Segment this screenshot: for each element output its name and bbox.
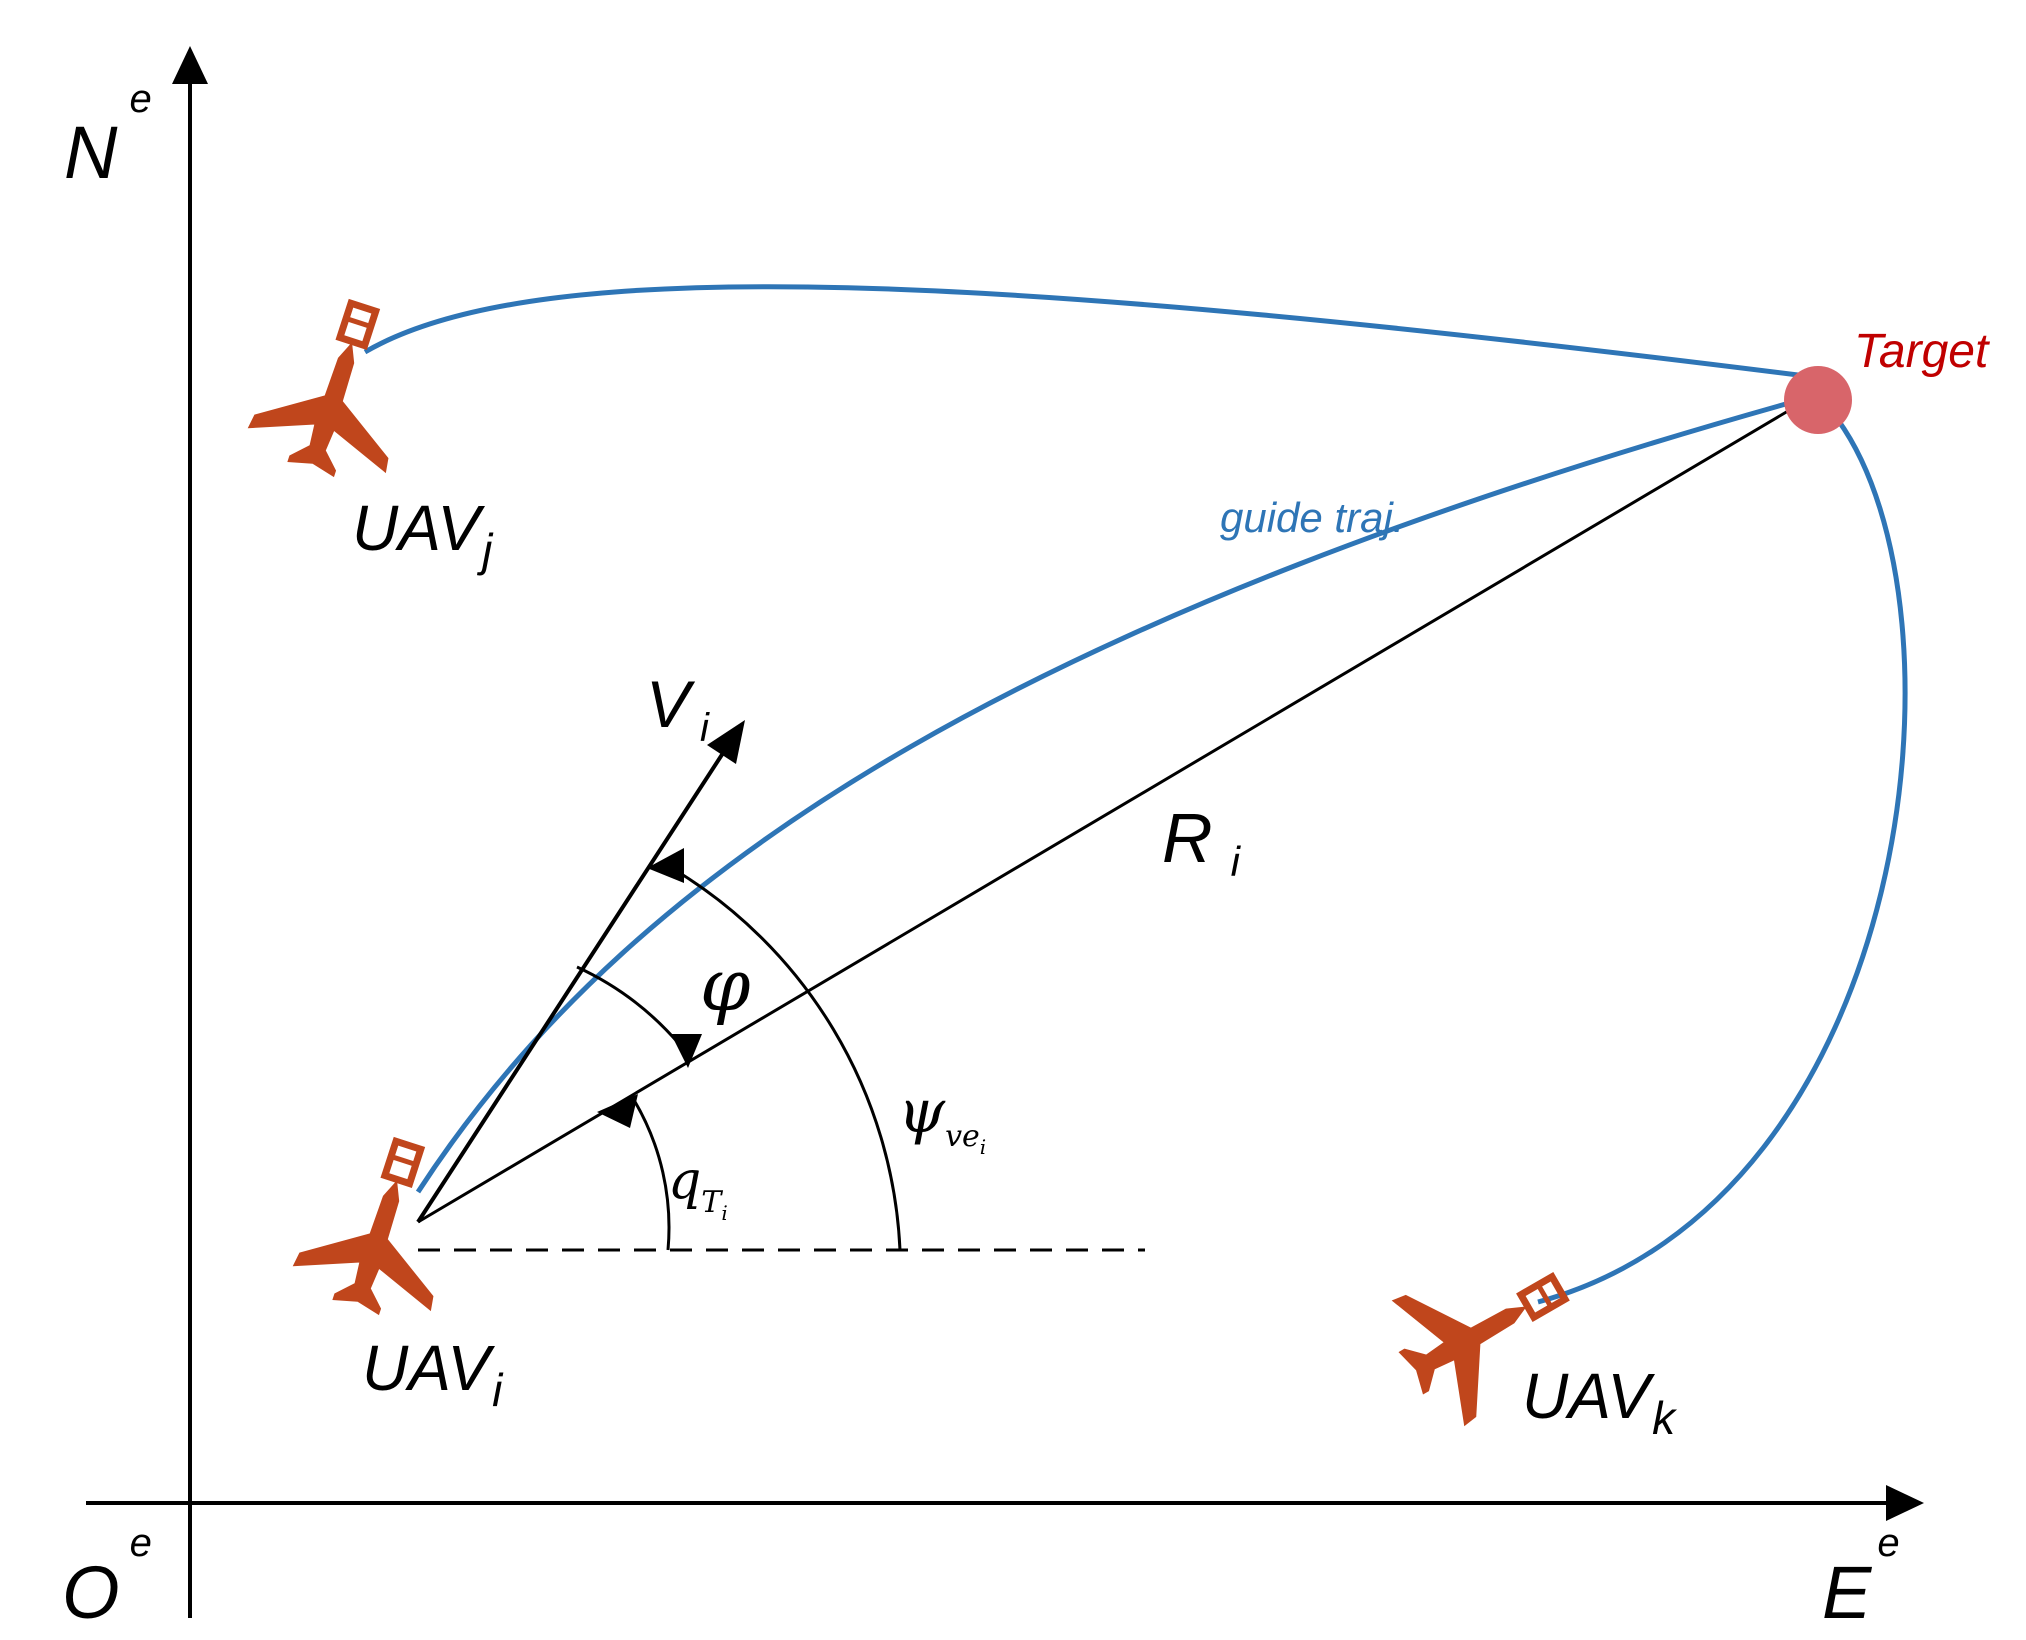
- north-axis-label: Ne: [64, 77, 152, 194]
- north-axis-arrowhead: [172, 46, 208, 84]
- uav-i-icon: [287, 1123, 476, 1329]
- uav-j-icon: [242, 285, 431, 491]
- velocity-arrowhead: [707, 720, 745, 764]
- trajectory-uav-k: [1537, 418, 1908, 1305]
- trajectory-uav-i: [415, 397, 1801, 1194]
- uav-k-label: UAVk: [1522, 1360, 1677, 1444]
- arc-psi: [669, 865, 902, 1251]
- range-line: [417, 396, 1811, 1224]
- arc-psi-arrowhead: [647, 848, 684, 883]
- uav-j-label: UAVj: [352, 492, 494, 576]
- east-axis-arrowhead: [1886, 1485, 1924, 1521]
- arc-q: [632, 1099, 671, 1251]
- angle-psi-label: ψvei: [898, 1077, 986, 1159]
- uav-i-label: UAVi: [362, 1332, 504, 1416]
- arc-phi-arrowhead: [671, 1034, 702, 1068]
- angle-q-label: qTi: [668, 1151, 728, 1225]
- arc-q-arrowhead: [597, 1094, 638, 1128]
- trajectory-uav-j: [363, 284, 1799, 378]
- geometry-lines: [416, 396, 1811, 1252]
- guide-trajectory-label: guide traj.: [1220, 494, 1404, 541]
- target-label: Target: [1854, 325, 1990, 378]
- target-circle-icon: [1784, 366, 1852, 434]
- east-axis-label: Ee: [1822, 1521, 1900, 1634]
- trajectories: [363, 284, 1908, 1305]
- velocity-vector: [416, 748, 727, 1224]
- angle-phi-label: φ: [700, 943, 751, 1027]
- arc-phi: [576, 965, 682, 1046]
- origin-label: Oe: [62, 1521, 152, 1634]
- arrowheads: [597, 720, 745, 1128]
- coordinate-axes: [86, 46, 1924, 1618]
